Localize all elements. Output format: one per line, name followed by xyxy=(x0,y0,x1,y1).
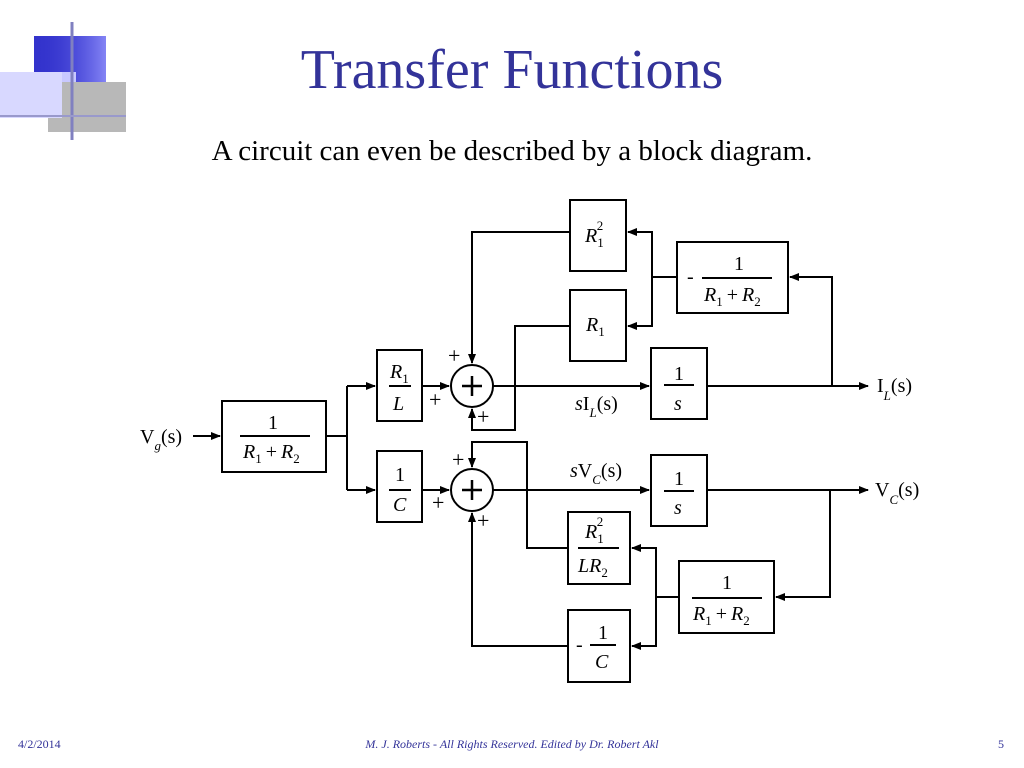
svg-text:1: 1 xyxy=(674,468,684,490)
svg-text:R1+R2: R1+R2 xyxy=(242,441,300,466)
svg-text:R1: R1 xyxy=(389,361,409,386)
svg-text:Vg(s): Vg(s) xyxy=(140,426,182,453)
svg-text:1: 1 xyxy=(734,253,744,275)
slide-title: Transfer Functions xyxy=(300,39,724,101)
block-r1-squared-text: R12 xyxy=(584,218,604,250)
sign-upper-left: + xyxy=(429,387,441,412)
svg-text:VC(s): VC(s) xyxy=(875,479,919,507)
block-input-gain-text: 1 R1+R2 xyxy=(242,412,300,466)
footer-page-number: 5 xyxy=(998,737,1004,751)
block-pos-feedback-text: 1 R1+R2 xyxy=(692,572,750,628)
slide-subtitle: A circuit can even be described by a blo… xyxy=(211,135,813,167)
sign-lower-top: + xyxy=(452,447,464,472)
label-output-vc: VC(s) xyxy=(875,479,919,507)
svg-text:IL(s): IL(s) xyxy=(877,375,912,403)
block-one-over-c-text: 1 C xyxy=(393,464,407,516)
svg-text:s: s xyxy=(674,497,682,519)
block-r1-text: R1 xyxy=(585,314,605,339)
svg-text:sIL(s): sIL(s) xyxy=(575,393,618,420)
svg-text:R12: R12 xyxy=(584,514,604,546)
sign-lower-bottom: + xyxy=(477,508,489,533)
svg-text:-: - xyxy=(687,266,694,288)
svg-text:s: s xyxy=(674,393,682,415)
svg-text:L: L xyxy=(392,393,404,415)
svg-text:1: 1 xyxy=(598,622,608,644)
block-integrator-i-text: 1 s xyxy=(674,363,684,415)
svg-text:1: 1 xyxy=(395,464,405,486)
svg-text:1: 1 xyxy=(674,363,684,385)
label-input-vg: Vg(s) xyxy=(140,426,182,453)
label-sil: sIL(s) xyxy=(575,393,618,420)
svg-text:R1+R2: R1+R2 xyxy=(692,603,750,628)
block-integrator-v-text: 1 s xyxy=(674,468,684,519)
svg-text:1: 1 xyxy=(722,572,732,594)
svg-text:C: C xyxy=(595,651,609,673)
svg-text:R1+R2: R1+R2 xyxy=(703,284,761,309)
sign-upper-top: + xyxy=(448,343,460,368)
block-r1-squared xyxy=(569,199,627,272)
sign-lower-left: + xyxy=(432,490,444,515)
svg-text:R1: R1 xyxy=(585,314,605,339)
svg-text:LR2: LR2 xyxy=(577,555,608,580)
footer-date: 4/2/2014 xyxy=(18,737,61,751)
svg-text:1: 1 xyxy=(268,412,278,434)
svg-text:-: - xyxy=(576,634,583,656)
slide-logo xyxy=(0,22,126,140)
label-output-il: IL(s) xyxy=(877,375,912,403)
block-neg-feedback-text: - 1 R1+R2 xyxy=(687,253,761,309)
block-one-over-c xyxy=(376,450,423,523)
svg-text:sVC(s): sVC(s) xyxy=(570,460,622,487)
svg-text:R12: R12 xyxy=(584,218,604,250)
label-svc: sVC(s) xyxy=(570,460,622,487)
footer-credit: M. J. Roberts - All Rights Reserved. Edi… xyxy=(365,737,659,751)
svg-text:C: C xyxy=(393,494,407,516)
block-integrator-i xyxy=(650,347,708,420)
block-r1sq-over-lr2-text: R12 LR2 xyxy=(577,514,608,580)
block-r1-over-l-text: R1 L xyxy=(389,361,409,415)
block-neg-one-over-c-text: - 1 C xyxy=(576,622,609,673)
sign-upper-bottom: + xyxy=(477,404,489,429)
